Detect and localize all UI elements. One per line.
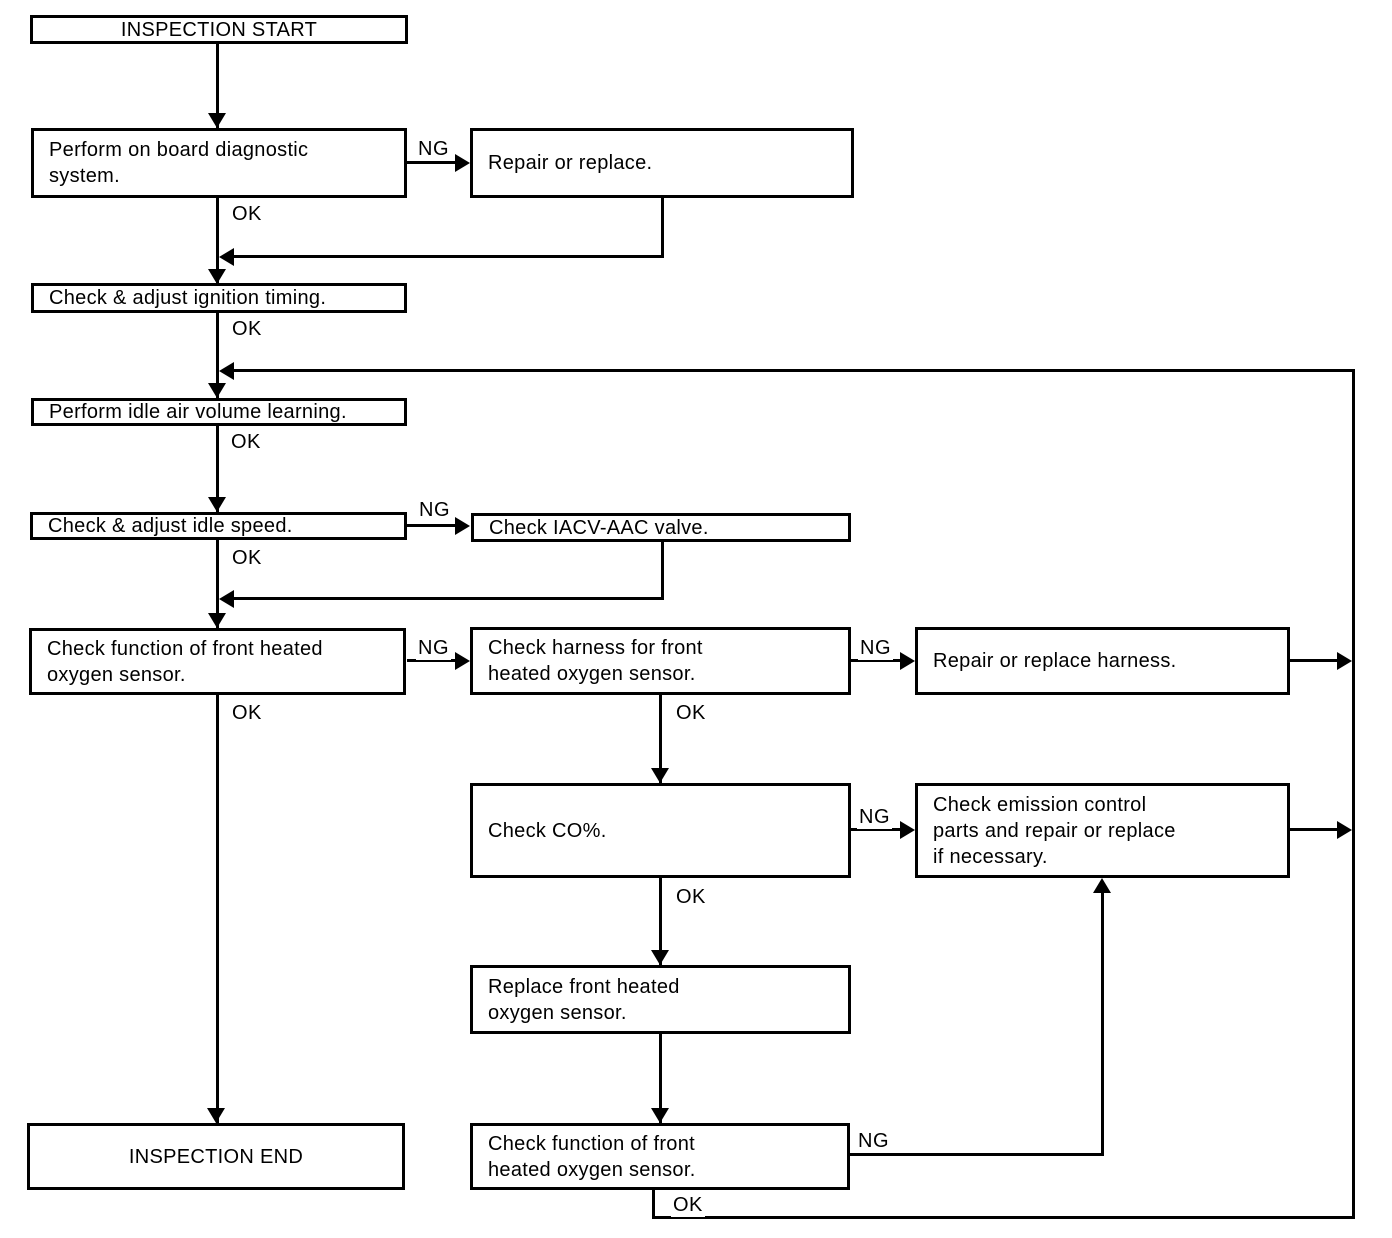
node-idle-air-volume-learning: Perform idle air volume learning. xyxy=(31,398,407,426)
node-repair-or-replace: Repair or replace. xyxy=(470,128,854,198)
node-inspection-start-label: INSPECTION START xyxy=(120,18,318,41)
arrowhead-into-replace xyxy=(651,950,669,965)
label-func1-ok: OK xyxy=(230,702,264,725)
arrowhead-into-emission xyxy=(900,821,915,839)
arrowhead-repair-merge xyxy=(219,248,234,266)
edge-func1-ok-to-end-line xyxy=(216,695,219,1125)
arrowhead-into-harness xyxy=(455,652,470,670)
edge-idle-air-ok-line xyxy=(216,426,219,513)
node-check-harness-front-o2: Check harness for front heated oxygen se… xyxy=(470,627,851,695)
label-co-ng: NG xyxy=(857,806,892,829)
arrowhead-into-end xyxy=(207,1108,225,1123)
label-idle-speed-ng: NG xyxy=(417,499,452,522)
arrowhead-into-ignition xyxy=(208,269,226,284)
node-perform-obd: Perform on board diagnostic system. xyxy=(31,128,407,198)
edge-func1-ng-line xyxy=(407,659,457,662)
label-harness-ng: NG xyxy=(858,637,893,660)
edge-start-to-obd-line xyxy=(216,43,219,128)
edge-obd-ok-line xyxy=(216,198,219,286)
edge-repair-harness-out-line xyxy=(1290,659,1338,662)
node-replace-front-o2-label: Replace front heated oxygen sensor. xyxy=(488,975,680,1024)
feedback-bottom-line xyxy=(652,1216,1355,1219)
edge-replace-to-func2-line xyxy=(659,1034,662,1124)
node-repair-or-replace-label: Repair or replace. xyxy=(488,152,653,174)
node-check-co-percent: Check CO%. xyxy=(470,783,851,878)
label-func2-ok: OK xyxy=(671,1194,705,1217)
node-check-harness-front-o2-label: Check harness for front heated oxygen se… xyxy=(488,637,703,685)
node-check-function-front-o2-second: Check function of front heated oxygen se… xyxy=(470,1123,850,1190)
node-idle-air-volume-learning-label: Perform idle air volume learning. xyxy=(49,401,347,423)
edge-func2-ng-line xyxy=(849,1153,1103,1156)
edge-idle-speed-ok-line xyxy=(216,540,219,629)
edge-repair-descent-line xyxy=(661,198,664,258)
arrowhead-into-idle-air xyxy=(208,383,226,398)
node-perform-obd-label: Perform on board diagnostic system. xyxy=(49,139,309,187)
arrowhead-repair-harness-into-rail xyxy=(1337,652,1352,670)
edge-co-ok-line xyxy=(659,878,662,966)
arrowhead-feedback-merge xyxy=(219,362,234,380)
arrowhead-into-func1 xyxy=(208,613,226,628)
node-check-idle-speed: Check & adjust idle speed. xyxy=(30,512,407,540)
node-check-function-front-o2-first-label: Check function of front heated oxygen se… xyxy=(47,637,323,686)
label-ignition-ok: OK xyxy=(230,318,264,341)
node-check-idle-speed-label: Check & adjust idle speed. xyxy=(48,515,293,537)
node-check-ignition-timing-label: Check & adjust ignition timing. xyxy=(49,287,327,309)
edge-iacv-descent-line xyxy=(661,541,664,600)
arrowhead-into-co xyxy=(651,768,669,783)
node-check-emission-control: Check emission control parts and repair … xyxy=(915,783,1290,878)
feedback-top-line xyxy=(232,369,1355,372)
label-harness-ok: OK xyxy=(674,702,708,725)
label-idle-air-ok: OK xyxy=(229,431,263,454)
node-check-emission-control-label: Check emission control parts and repair … xyxy=(933,793,1176,868)
node-check-function-front-o2-first: Check function of front heated oxygen se… xyxy=(29,628,406,695)
edge-func2-ng-up-line xyxy=(1101,890,1104,1156)
node-inspection-end: INSPECTION END xyxy=(27,1123,405,1190)
edge-emission-out-line xyxy=(1290,828,1338,831)
edge-harness-ok-line xyxy=(659,695,662,785)
edge-idle-speed-ng-line xyxy=(407,524,457,527)
arrowhead-into-repair-harness xyxy=(900,652,915,670)
edge-iacv-merge-line xyxy=(232,597,664,600)
node-replace-front-o2: Replace front heated oxygen sensor. xyxy=(470,965,851,1034)
label-func2-ng: NG xyxy=(856,1130,891,1153)
label-co-ok: OK xyxy=(674,886,708,909)
node-inspection-start: INSPECTION START xyxy=(30,15,408,44)
arrowhead-into-emission-bottom xyxy=(1093,878,1111,893)
node-repair-or-replace-harness: Repair or replace harness. xyxy=(915,627,1290,695)
arrowhead-iacv-merge xyxy=(219,590,234,608)
arrowhead-into-func2 xyxy=(651,1108,669,1123)
label-func1-ng: NG xyxy=(416,637,451,660)
edge-func2-ok-descent-line xyxy=(652,1189,655,1219)
feedback-right-rail-line xyxy=(1352,369,1355,1219)
node-check-iacv-aac-valve: Check IACV-AAC valve. xyxy=(471,513,851,542)
label-idle-speed-ok: OK xyxy=(230,547,264,570)
node-check-function-front-o2-second-label: Check function of front heated oxygen se… xyxy=(488,1132,696,1181)
edge-obd-ng-line xyxy=(407,161,457,164)
edge-repair-merge-line xyxy=(232,255,664,258)
arrowhead-into-iacv xyxy=(455,517,470,535)
label-obd-ok: OK xyxy=(230,203,264,226)
edge-co-ng-line xyxy=(851,828,902,831)
arrowhead-emission-into-rail xyxy=(1337,821,1352,839)
node-inspection-end-label: INSPECTION END xyxy=(128,1145,304,1168)
arrowhead-into-obd xyxy=(208,113,226,128)
arrowhead-into-repair-or-replace xyxy=(455,154,470,172)
edge-harness-ng-line xyxy=(851,659,902,662)
node-check-ignition-timing: Check & adjust ignition timing. xyxy=(31,283,407,313)
arrowhead-into-idle-speed xyxy=(208,497,226,512)
node-check-co-percent-label: Check CO%. xyxy=(488,819,607,842)
edge-ignition-ok-line xyxy=(216,313,219,399)
label-obd-ng: NG xyxy=(416,138,451,161)
node-check-iacv-aac-valve-label: Check IACV-AAC valve. xyxy=(489,516,709,539)
node-repair-or-replace-harness-label: Repair or replace harness. xyxy=(933,650,1177,672)
